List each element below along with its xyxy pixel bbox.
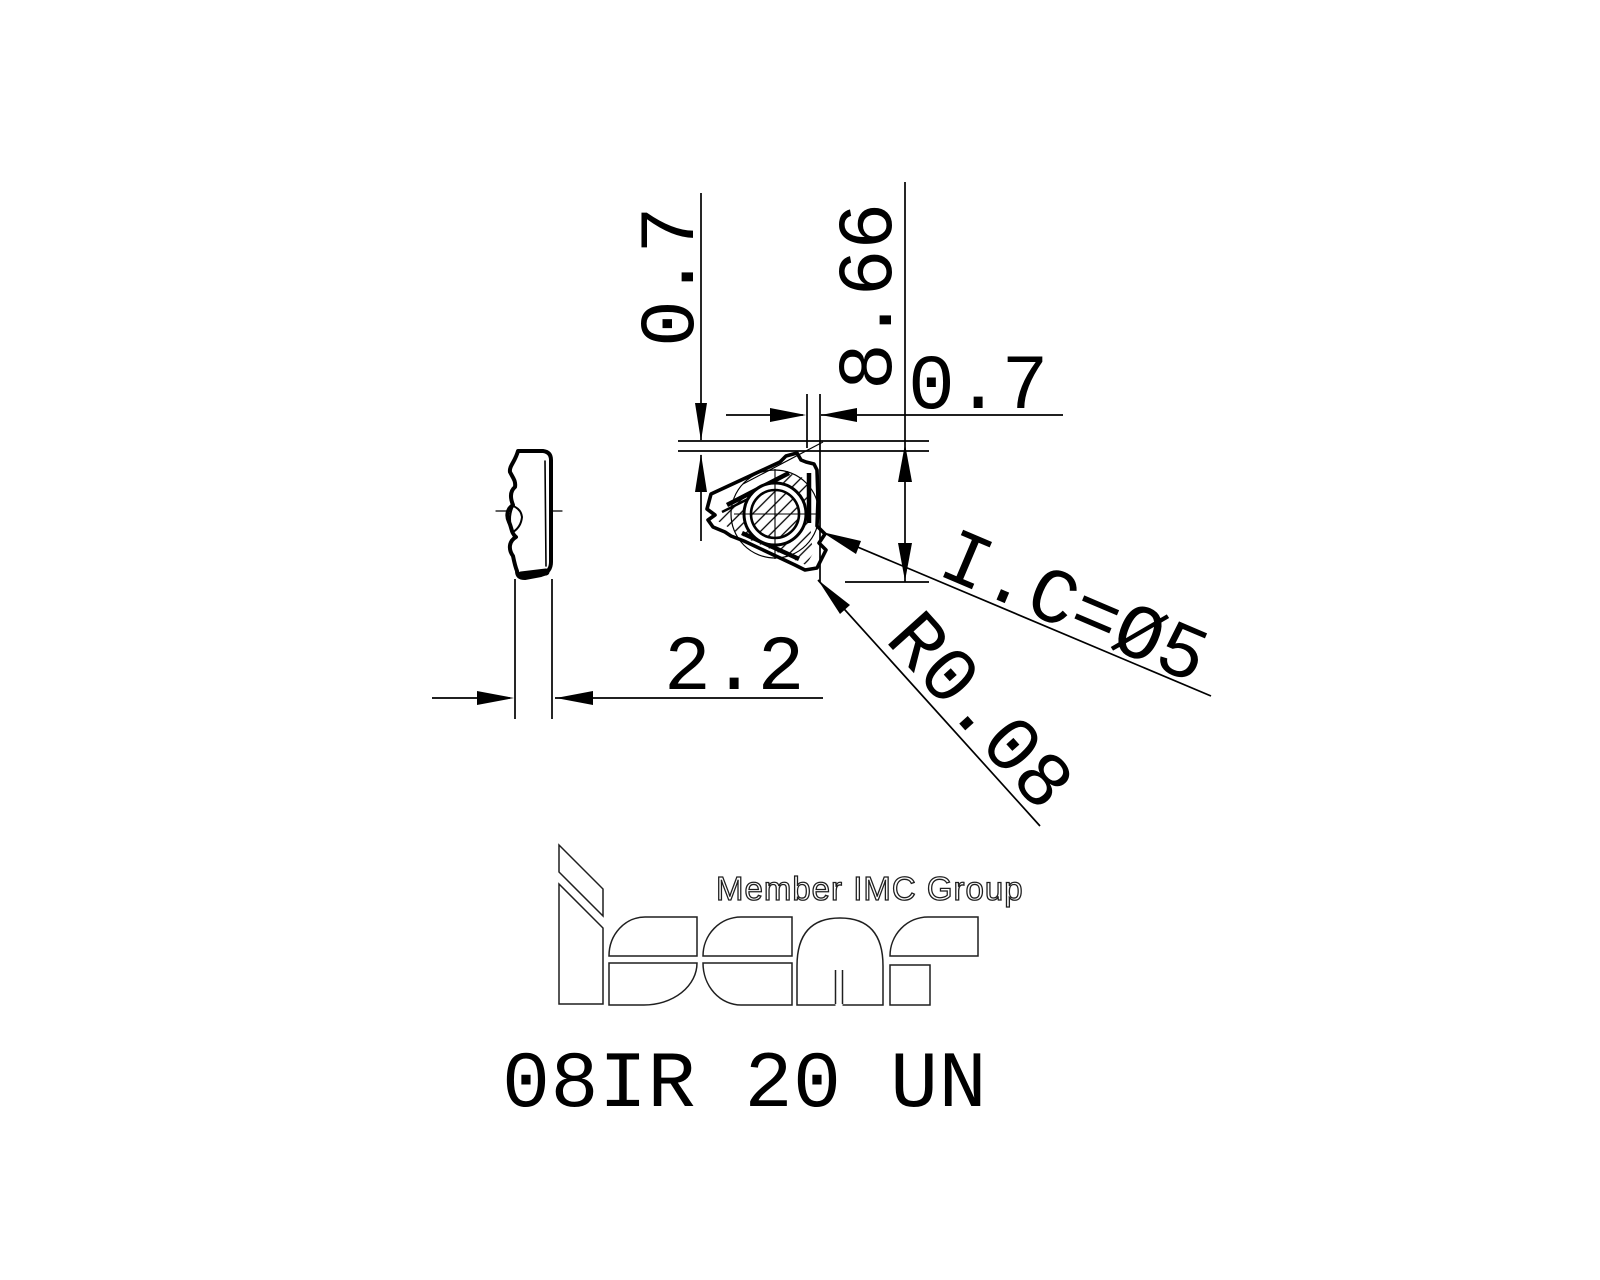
logo-letter-c [702, 916, 793, 957]
side-view-drawing [495, 449, 563, 580]
side-view-tooth-detail [509, 505, 523, 533]
member-imc-group-label: Member IMC Group [715, 870, 1024, 907]
leader-line-ic [821, 531, 1212, 697]
dimension-lines [432, 182, 1212, 827]
part-number-title: 08IR 20 UN [502, 1040, 988, 1131]
dimension-arrowheads [477, 403, 912, 705]
insert-centerlines [734, 469, 820, 559]
dim-label-tooth-height: 0.7 [629, 207, 717, 347]
logo-letter-i-dot [558, 843, 604, 918]
dim-label-tooth-width: 0.7 [908, 344, 1048, 432]
logo-letter-s [608, 916, 698, 957]
dim-label-thickness: 2.2 [664, 625, 804, 713]
leader-line-radius [817, 579, 1041, 827]
logo-letter-i-stem [558, 882, 604, 1005]
logo-letter-a [796, 917, 884, 1006]
front-view-drawing [705, 441, 828, 572]
dim-label-insert-height: 8.66 [827, 203, 915, 390]
top-edge-extension-line [742, 441, 824, 485]
iscar-logo [558, 843, 979, 1007]
logo-letter-r [889, 916, 979, 957]
